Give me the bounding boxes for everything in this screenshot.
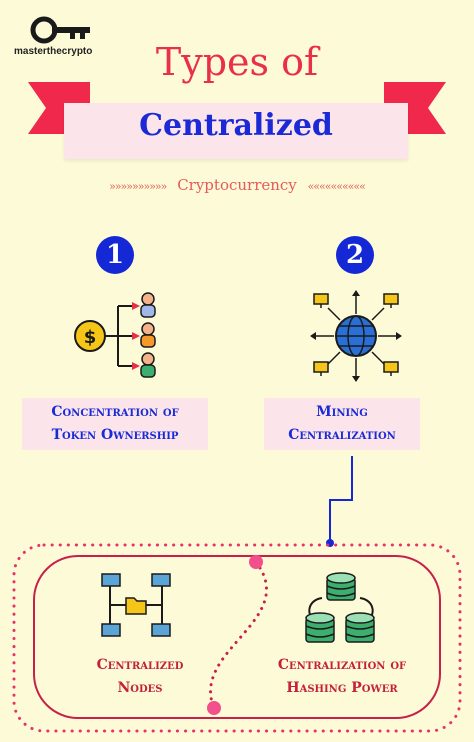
type-1-line-1: Concentration of: [51, 404, 179, 420]
key-icon: [30, 16, 90, 44]
tagline-left-arrows: »»»»»»»»»»: [109, 180, 167, 193]
subtype-label-1: Centralized Nodes: [70, 654, 210, 700]
type-2-line-1: Mining: [316, 404, 368, 420]
subtype-1-line-1: Centralized: [96, 657, 184, 673]
svg-text:$: $: [84, 327, 97, 348]
page-subtitle: Centralized: [139, 108, 333, 143]
brand-name: masterthecrypto: [14, 46, 93, 57]
token-distribution-icon: $: [74, 292, 156, 378]
subtype-2-line-2: Hashing Power: [286, 680, 398, 696]
subtype-1-line-2: Nodes: [117, 680, 163, 696]
type-label-1: Concentration of Token Ownership: [22, 398, 208, 450]
tagline-text: Cryptocurrency: [177, 176, 297, 194]
tagline: »»»»»»»»»» Cryptocurrency ««««««««««: [0, 176, 474, 194]
type-label-2: Mining Centralization: [264, 398, 420, 450]
type-1-line-2: Token Ownership: [51, 427, 179, 443]
subtype-label-2: Centralization of Hashing Power: [262, 654, 422, 700]
subtitle-banner: [64, 103, 408, 159]
global-network-icon: [310, 290, 402, 382]
database-servers-icon: [305, 572, 375, 643]
type-number-2: 2: [336, 236, 374, 274]
network-nodes-icon: [101, 573, 171, 637]
subtype-2-line-1: Centralization of: [277, 657, 407, 673]
page-title: Types of: [155, 40, 319, 84]
tagline-right-arrows: ««««««««««: [307, 180, 366, 193]
type-2-line-2: Centralization: [288, 427, 396, 443]
type-number-1: 1: [96, 236, 134, 274]
